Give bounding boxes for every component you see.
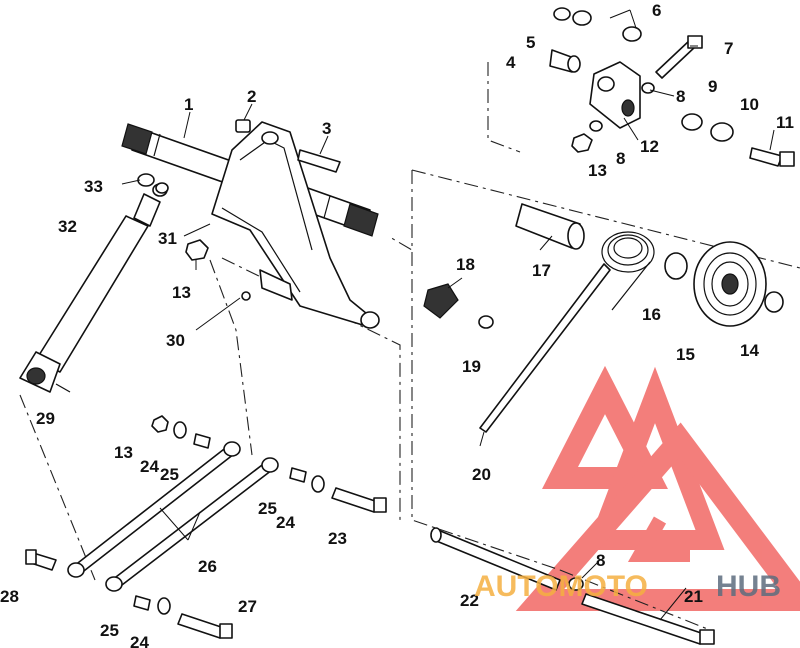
part-8-washer-b bbox=[589, 120, 603, 132]
part-2-nut bbox=[235, 119, 251, 133]
callout-18: 18 bbox=[456, 255, 475, 274]
callout-25-upper: 25 bbox=[160, 465, 179, 484]
callout-29: 29 bbox=[36, 409, 55, 428]
part-13-nut-c bbox=[151, 415, 169, 433]
part-14-washer bbox=[764, 291, 784, 313]
callout-13-lower: 13 bbox=[114, 443, 133, 462]
callout-16: 16 bbox=[642, 305, 661, 324]
wordmark-automoto: AUTOMOTO bbox=[474, 570, 648, 603]
part-33-bushing bbox=[137, 173, 169, 194]
callout-8-upper: 8 bbox=[676, 87, 685, 106]
callout-15: 15 bbox=[676, 345, 695, 364]
wordmark-hub: HUB bbox=[716, 570, 781, 603]
part-17-sleeve bbox=[515, 203, 585, 250]
callout-8-mid: 8 bbox=[616, 149, 625, 168]
part-16-washer bbox=[664, 252, 688, 280]
callout-9: 9 bbox=[708, 77, 717, 96]
part-27-bolt bbox=[177, 613, 233, 639]
part-13-nut-b bbox=[571, 133, 593, 153]
callout-23: 23 bbox=[328, 529, 347, 548]
callout-22: 22 bbox=[460, 591, 479, 610]
part-9-washer bbox=[681, 113, 703, 131]
part-24-washer-c bbox=[157, 597, 171, 615]
callout-11: 11 bbox=[776, 113, 794, 132]
part-15-idler-wheel bbox=[693, 241, 767, 327]
automotohub-logo bbox=[515, 365, 800, 611]
part-21-bolt bbox=[581, 593, 715, 645]
callout-26: 26 bbox=[198, 557, 217, 576]
callout-6: 6 bbox=[652, 1, 661, 20]
part-26-link-rod-a bbox=[67, 441, 241, 578]
part-25-bushing-b bbox=[289, 467, 307, 483]
part-11-bolt bbox=[749, 147, 795, 167]
callout-20: 20 bbox=[472, 465, 491, 484]
callout-32: 32 bbox=[58, 217, 77, 236]
part-7-bolt bbox=[655, 35, 703, 79]
callout-19: 19 bbox=[462, 357, 481, 376]
callout-24-mid: 24 bbox=[276, 513, 295, 532]
callout-24-lower: 24 bbox=[130, 633, 149, 648]
part-22-shaft bbox=[430, 527, 561, 591]
callout-21: 21 bbox=[684, 587, 703, 606]
callout-7: 7 bbox=[724, 39, 733, 58]
part-12-pivot-block bbox=[589, 61, 641, 129]
callout-30: 30 bbox=[166, 331, 185, 350]
callout-25-mid: 25 bbox=[258, 499, 277, 518]
callout-2: 2 bbox=[247, 87, 256, 106]
callout-1: 1 bbox=[184, 95, 193, 114]
callout-13-mid: 13 bbox=[172, 283, 191, 302]
callout-12: 12 bbox=[640, 137, 659, 156]
callout-27: 27 bbox=[238, 597, 257, 616]
part-29-pin bbox=[55, 383, 71, 393]
part-32-shock-absorber bbox=[19, 183, 168, 393]
part-8-washer-a bbox=[641, 82, 655, 94]
callout-33: 33 bbox=[84, 177, 103, 196]
callout-10: 10 bbox=[740, 95, 759, 114]
leader-lines bbox=[121, 9, 775, 621]
part-6-washers bbox=[553, 7, 642, 42]
part-20-torsion-spring bbox=[479, 231, 655, 433]
callout-13-upper: 13 bbox=[588, 161, 607, 180]
part-13-nut-a bbox=[185, 239, 209, 261]
callout-5: 5 bbox=[526, 33, 535, 52]
callout-24-upper: 24 bbox=[140, 457, 159, 476]
part-25-bushing-c bbox=[133, 595, 151, 611]
part-28-bolt bbox=[25, 549, 57, 571]
part-31-rear-arm bbox=[211, 121, 380, 329]
part-8-washer-c bbox=[568, 577, 584, 591]
callout-25-lower: 25 bbox=[100, 621, 119, 640]
part-24-washer-a bbox=[173, 421, 187, 439]
part-19-washer bbox=[478, 315, 494, 329]
callout-3: 3 bbox=[322, 119, 331, 138]
callout-4: 4 bbox=[506, 53, 516, 72]
callout-31: 31 bbox=[158, 229, 177, 248]
part-3-pin bbox=[297, 149, 341, 173]
automotohub-wordmark: AUTOMOTO HUB bbox=[474, 570, 781, 603]
part-30-grease-fitting bbox=[241, 291, 251, 301]
part-18-cap bbox=[423, 283, 459, 319]
callout-14: 14 bbox=[740, 341, 759, 360]
part-5-bushing bbox=[549, 49, 581, 73]
part-23-bolt bbox=[331, 487, 387, 513]
part-25-bushing-a bbox=[193, 433, 211, 449]
part-10-washer bbox=[710, 122, 734, 142]
part-24-washer-b bbox=[311, 475, 325, 493]
callout-8-lower: 8 bbox=[596, 551, 605, 570]
callout-28: 28 bbox=[0, 587, 19, 606]
part-26-link-rod-b bbox=[105, 457, 279, 592]
callout-17: 17 bbox=[532, 261, 551, 280]
